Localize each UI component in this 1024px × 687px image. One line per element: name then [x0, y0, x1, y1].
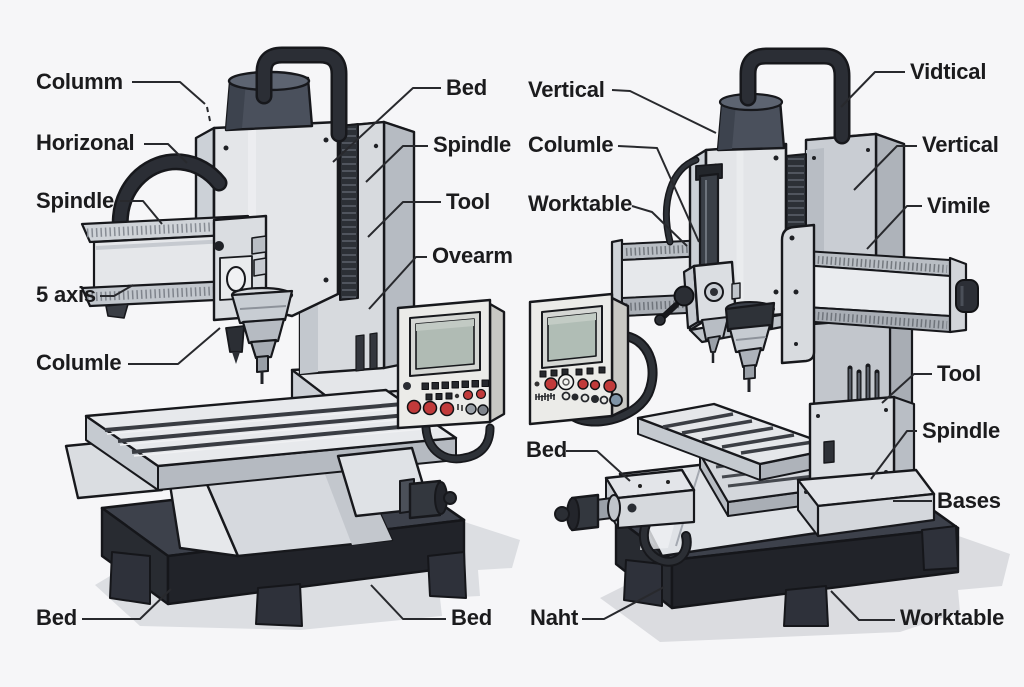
label-worktable-mid: Worktable: [528, 191, 633, 216]
label-spindle-left: Spindle: [36, 188, 115, 213]
left-control-pendant: [396, 298, 506, 464]
label-bed-bottom-mid: Bed: [451, 605, 492, 630]
label-bases: Bases: [937, 488, 1001, 513]
label-ovearm: Ovearm: [432, 243, 513, 268]
right-control-pendant: [528, 292, 658, 427]
label-tool-right: Tool: [937, 361, 981, 386]
left-milling-machine-illustration: [64, 46, 506, 627]
label-vimile: Vimile: [927, 193, 991, 218]
label-vertical-right: Vertical: [922, 132, 999, 157]
label-columle-mid: Columle: [528, 132, 614, 157]
leader-lines: [82, 71, 932, 621]
left-pendant-screen: [415, 318, 475, 370]
label-5-axis: 5 axis: [36, 282, 96, 307]
label-columm: Columm: [36, 69, 123, 94]
right-pendant-screen: [547, 312, 597, 362]
label-columle-left: Columle: [36, 350, 122, 375]
label-worktable-right: Worktable: [900, 605, 1005, 630]
label-bed-bottom-left: Bed: [36, 605, 77, 630]
label-bed-right-machine: Bed: [526, 437, 567, 462]
label-spindle-mid: Spindle: [433, 132, 512, 157]
label-tool-mid: Tool: [446, 189, 490, 214]
label-bed-mid: Bed: [446, 75, 487, 100]
label-vertical-mid: Vertical: [528, 77, 605, 102]
label-spindle-right: Spindle: [922, 418, 1001, 443]
right-milling-machine-illustration: [528, 47, 979, 627]
label-naht: Naht: [530, 605, 579, 630]
label-horizonal: Horizonal: [36, 130, 135, 155]
label-vidtical: Vidtical: [910, 59, 987, 84]
